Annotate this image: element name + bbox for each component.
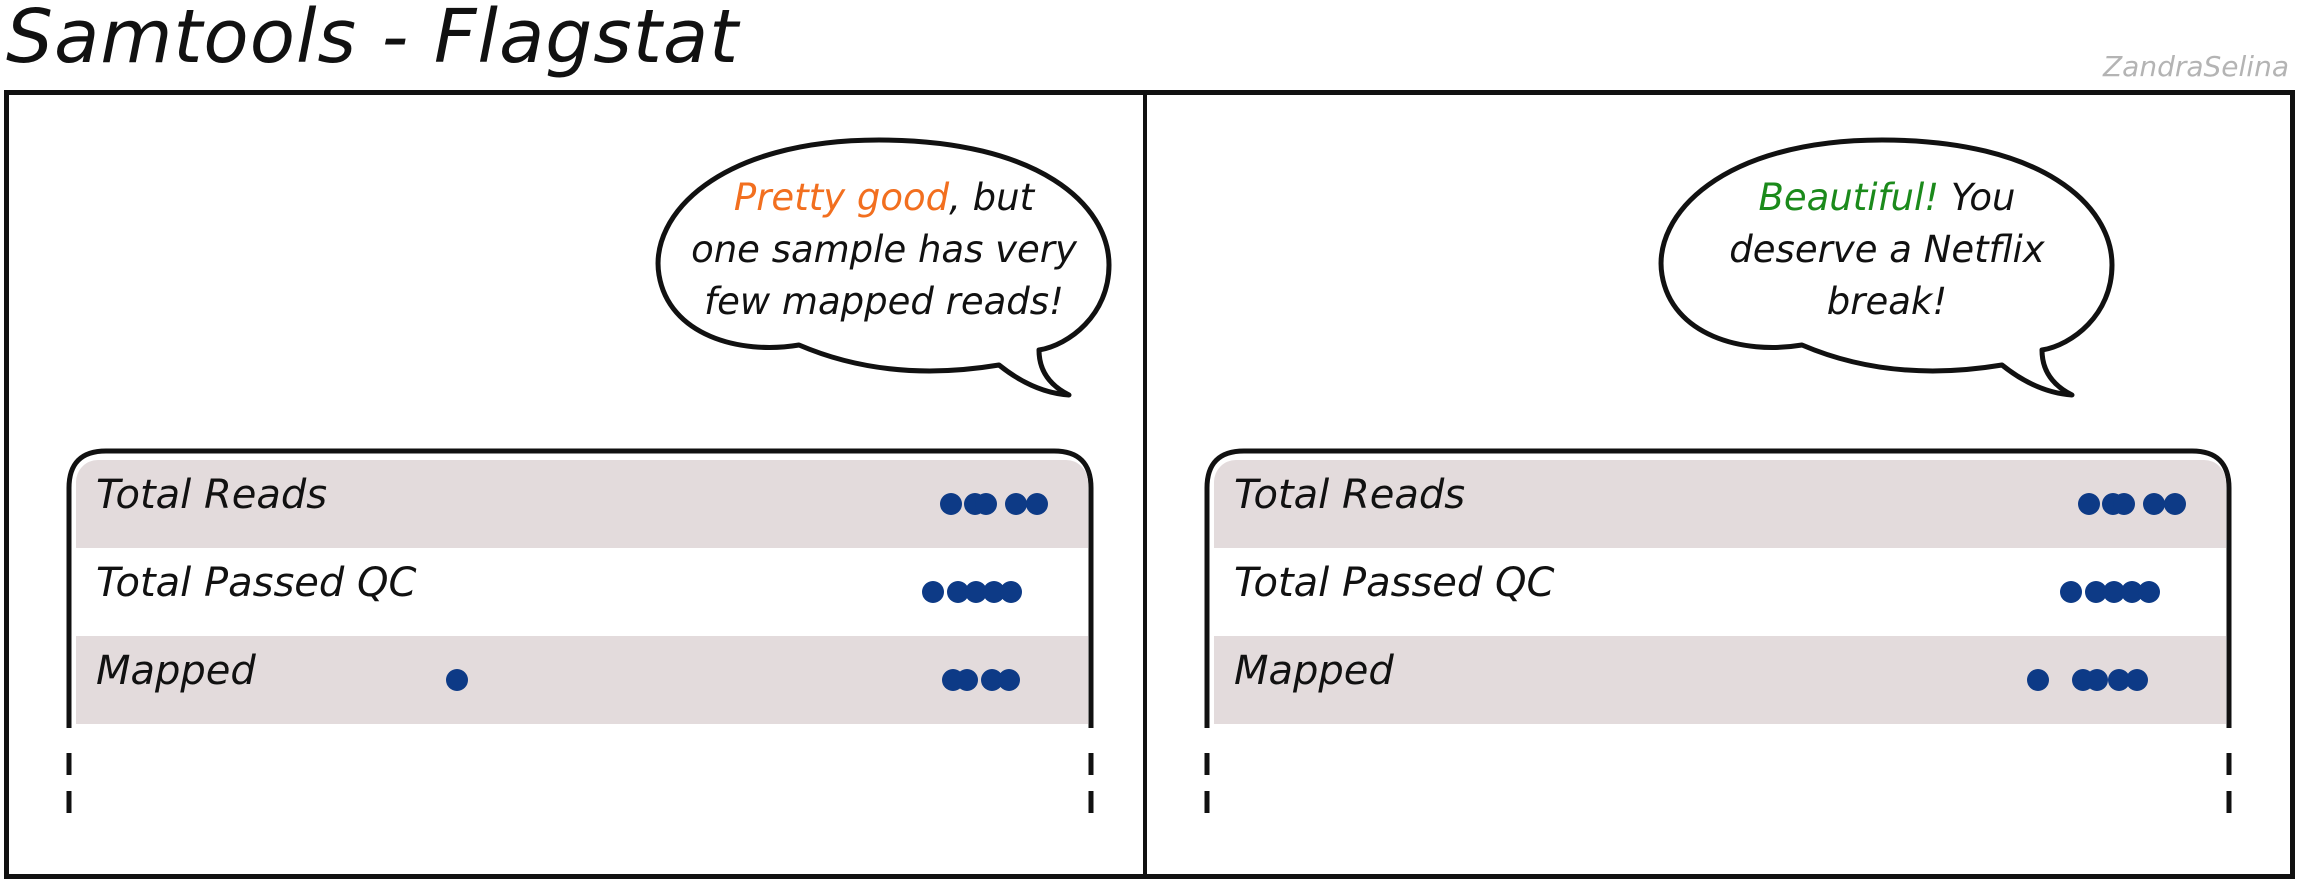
bubble-line3: few mapped reads! (704, 280, 1064, 323)
read-dot (2126, 669, 2148, 691)
read-dot (1000, 581, 1022, 603)
table-outline-right (1204, 448, 2232, 813)
panel-divider (1143, 90, 1147, 879)
read-dot (2078, 493, 2100, 515)
read-dot (2027, 669, 2049, 691)
read-dot (2138, 581, 2160, 603)
table-row: Total Passed QC (1214, 548, 2226, 636)
read-dot (922, 581, 944, 603)
read-dot (2103, 581, 2125, 603)
read-dot (2143, 493, 2165, 515)
read-dot (2108, 669, 2130, 691)
read-dot (2085, 581, 2107, 603)
read-dot (2086, 669, 2108, 691)
read-dot (2060, 581, 2082, 603)
speech-bubble-left (655, 137, 1112, 398)
read-dot (2121, 581, 2143, 603)
row-label-total-passed-qc: Total Passed QC (96, 560, 417, 606)
table-row: Total Reads (76, 460, 1088, 548)
read-dot (2164, 493, 2186, 515)
row-label-mapped: Mapped (96, 648, 256, 694)
panel-right: Beautiful! You deserve a Netflix break! … (1147, 95, 2285, 874)
table-row: Mapped (76, 636, 1088, 724)
read-dot (446, 669, 468, 691)
bubble-line1: , but (949, 176, 1035, 219)
read-dot (981, 669, 1003, 691)
table-row: Mapped (1214, 636, 2226, 724)
row-label-total-passed-qc: Total Passed QC (1234, 560, 1555, 606)
bubble-line1: You (1939, 176, 2016, 219)
read-dot (965, 581, 987, 603)
read-dot (998, 669, 1020, 691)
read-dot (956, 669, 978, 691)
read-dot (1026, 493, 1048, 515)
read-dot (940, 493, 962, 515)
table-row: Total Reads (1214, 460, 2226, 548)
artist-credit: ZandraSelina (2103, 50, 2289, 83)
speech-bubble-left-text: Pretty good, but one sample has very few… (674, 172, 1094, 328)
bubble-line2: deserve a Netflix (1729, 228, 2045, 271)
speech-bubble-right-text: Beautiful! You deserve a Netflix break! (1677, 172, 2097, 328)
speech-bubble-right (1658, 137, 2115, 398)
table-row: Total Passed QC (76, 548, 1088, 636)
read-dot (2113, 493, 2135, 515)
row-label-total-reads: Total Reads (96, 472, 328, 518)
row-label-total-reads: Total Reads (1234, 472, 1466, 518)
flagstat-table-left: Total Reads Total Passed QC Mapped (66, 448, 1094, 818)
read-dot (983, 581, 1005, 603)
bubble-highlight: Pretty good (733, 176, 950, 219)
table-outline-left (66, 448, 1094, 813)
flagstat-table-right: Total Reads Total Passed QC Mapped (1204, 448, 2232, 818)
read-dot (975, 493, 997, 515)
read-dot (1005, 493, 1027, 515)
panel-left: Pretty good, but one sample has very few… (9, 95, 1147, 874)
bubble-line2: one sample has very (691, 228, 1077, 271)
comic-title: Samtools - Flagstat (6, 0, 740, 80)
row-label-mapped: Mapped (1234, 648, 1394, 694)
bubble-line3: break! (1826, 280, 1948, 323)
read-dot (947, 581, 969, 603)
bubble-highlight: Beautiful! (1758, 176, 1940, 219)
